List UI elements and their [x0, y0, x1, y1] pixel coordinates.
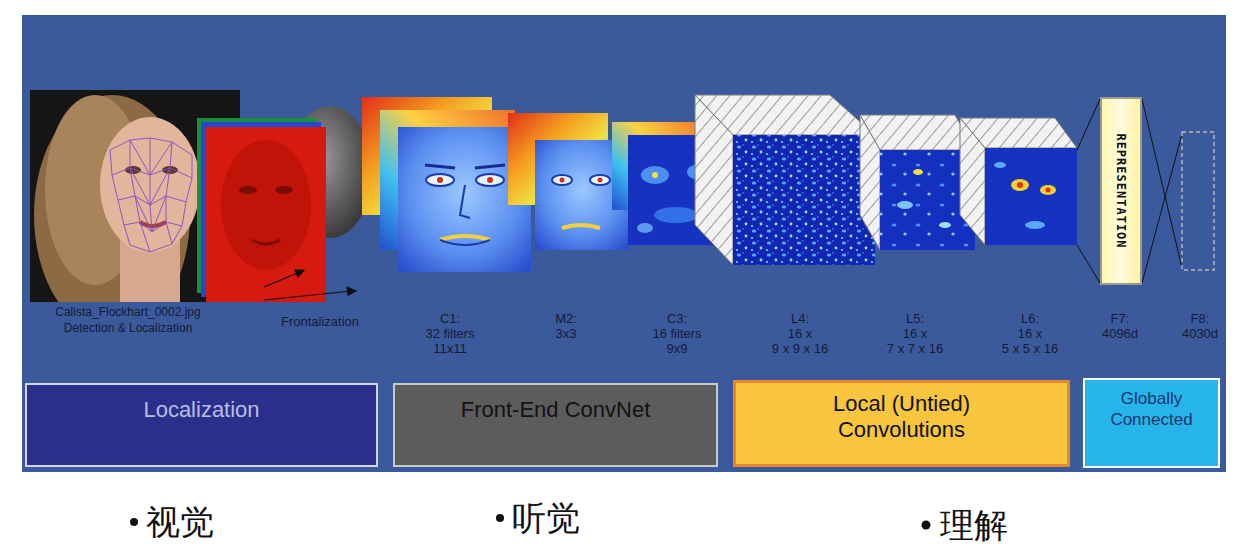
- bullet-item: 听觉: [512, 498, 580, 538]
- layer-label: 11x11: [433, 341, 467, 356]
- stage-band: Globally Connected: [1083, 378, 1220, 468]
- node-label: Globally Connected: [1102, 388, 1202, 431]
- layer-label: 16 filters: [652, 326, 701, 341]
- bullet-item: 理解: [940, 505, 1008, 545]
- node-label: REPRESENTATION: [1114, 133, 1128, 248]
- layer-label: L5:: [906, 311, 924, 326]
- layer-label: F7:: [1111, 311, 1130, 326]
- bullet-item: 视觉: [146, 502, 214, 542]
- layer-label: 5 x 5 x 16: [1002, 341, 1058, 356]
- node-label: Local (Untied) Convolutions: [807, 391, 997, 444]
- stage-band: Front-End ConvNet: [393, 383, 718, 467]
- image-caption: Detection & Localization: [64, 321, 193, 336]
- node-label: Front-End ConvNet: [403, 397, 708, 423]
- layer-label: 3x3: [556, 326, 577, 341]
- layer-label: C1:: [440, 311, 460, 326]
- layer-label: F8:: [1191, 311, 1210, 326]
- image-caption: Calista_Flockhart_0002.jpg: [55, 305, 200, 320]
- layer-label: 9x9: [667, 341, 688, 356]
- layer-label: 16 x: [903, 326, 928, 341]
- layer-label: 9 x 9 x 16: [772, 341, 828, 356]
- stage-caption: Frontalization: [281, 314, 359, 329]
- layer-label: 4030d: [1182, 326, 1218, 341]
- layer-label: 7 x 7 x 16: [887, 341, 943, 356]
- layer-label: 4096d: [1102, 326, 1138, 341]
- layer-label: M2:: [555, 311, 577, 326]
- layer-label: C3:: [667, 311, 687, 326]
- layer-label: L4:: [791, 311, 809, 326]
- node-label: Localization: [35, 397, 368, 423]
- stage-band: Localization: [25, 383, 378, 467]
- representation-box: REPRESENTATION: [1100, 97, 1142, 285]
- layer-label: 16 x: [1018, 326, 1043, 341]
- stage-band: Local (Untied) Convolutions: [733, 380, 1070, 467]
- layer-label: 16 x: [788, 326, 813, 341]
- layer-label: 32 filters: [425, 326, 474, 341]
- layer-label: L6:: [1021, 311, 1039, 326]
